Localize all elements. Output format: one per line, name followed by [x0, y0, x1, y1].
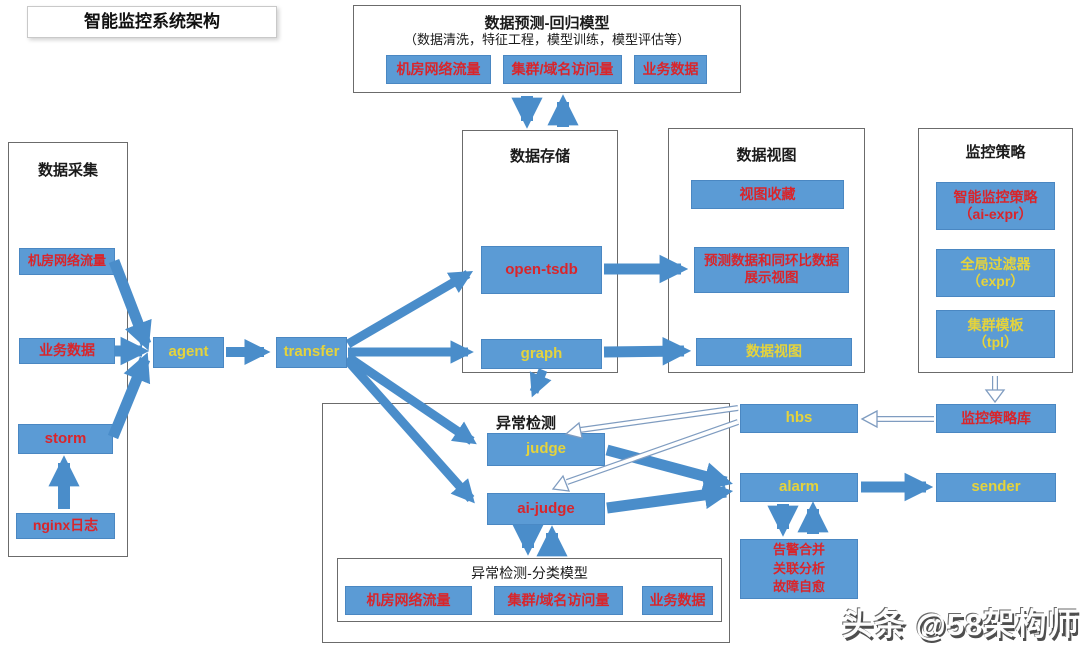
node-view-favorites: 视图收藏: [691, 180, 844, 209]
arrow-transfer-to-open-tsdb: [345, 270, 474, 348]
node-prediction-cluster-domain-visits: 集群/域名访问量: [503, 55, 622, 84]
group-anomaly-title: 异常检测: [495, 415, 556, 432]
node-hbs: hbs: [740, 404, 858, 433]
node-open-tsdb: open-tsdb: [481, 246, 602, 294]
arrow-strategy-to-library: [984, 375, 1006, 404]
group-classification-model: 异常检测-分类模型 机房网络流量 集群/域名访问量 业务数据: [337, 558, 722, 622]
node-strategy-global-filter: 全局过滤器 （expr）: [936, 249, 1055, 297]
node-strategy-library: 监控策略库: [936, 404, 1056, 433]
node-sender: sender: [936, 473, 1056, 502]
node-strategy-cluster-template: 集群模板 （tpl）: [936, 310, 1055, 358]
group-prediction-title: 数据预测-回归模型: [484, 15, 610, 32]
group-data-collection: 数据采集 机房网络流量 业务数据 storm nginx日志: [8, 142, 128, 557]
group-views-title: 数据视图: [736, 147, 797, 164]
node-collection-idc-traffic: 机房网络流量: [19, 248, 115, 275]
node-graph: graph: [481, 339, 602, 369]
group-storage-title: 数据存储: [509, 148, 570, 165]
node-collection-storm: storm: [18, 424, 113, 454]
node-alarm: alarm: [740, 473, 858, 502]
node-alert-merge: 告警合并 关联分析 故障自愈: [740, 539, 858, 599]
node-collection-nginx-log: nginx日志: [16, 513, 115, 539]
arrow-graph-to-anomaly: [529, 368, 552, 398]
group-prediction-model: 数据预测-回归模型 （数据清洗，特征工程，模型训练，模型评估等） 机房网络流量 …: [353, 5, 741, 93]
node-view-prediction-compare: 预测数据和同环比数据 展示视图: [694, 247, 849, 293]
group-data-views: 数据视图 视图收藏 预测数据和同环比数据 展示视图 数据视图: [668, 128, 865, 373]
group-model-title: 异常检测-分类模型: [471, 565, 588, 581]
group-strategy-title: 监控策略: [965, 144, 1026, 161]
node-transfer: transfer: [276, 337, 347, 368]
watermark-text: 头条 @58架构师: [842, 607, 1080, 642]
node-model-idc-traffic: 机房网络流量: [345, 586, 472, 615]
node-ai-judge: ai-judge: [487, 493, 605, 525]
node-agent: agent: [153, 337, 224, 368]
group-data-storage: 数据存储 open-tsdb graph: [462, 130, 618, 373]
node-prediction-idc-traffic: 机房网络流量: [386, 55, 491, 84]
node-collection-business-data: 业务数据: [19, 338, 115, 364]
diagram-title: 智能监控系统架构: [27, 6, 277, 38]
arrow-library-to-hbs: [860, 409, 935, 429]
group-collection-title: 数据采集: [37, 162, 98, 179]
node-model-cluster-domain-visits: 集群/域名访问量: [494, 586, 623, 615]
node-judge: judge: [487, 433, 605, 466]
node-model-business-data: 业务数据: [642, 586, 713, 615]
node-strategy-ai-expr: 智能监控策略 （ai-expr）: [936, 182, 1055, 230]
group-monitor-strategy: 监控策略 智能监控策略 （ai-expr） 全局过滤器 （expr） 集群模板 …: [918, 128, 1073, 373]
group-prediction-subtitle: （数据清洗，特征工程，模型训练，模型评估等）: [403, 32, 690, 47]
node-view-data-view: 数据视图: [696, 338, 852, 366]
node-prediction-business-data: 业务数据: [634, 55, 707, 84]
